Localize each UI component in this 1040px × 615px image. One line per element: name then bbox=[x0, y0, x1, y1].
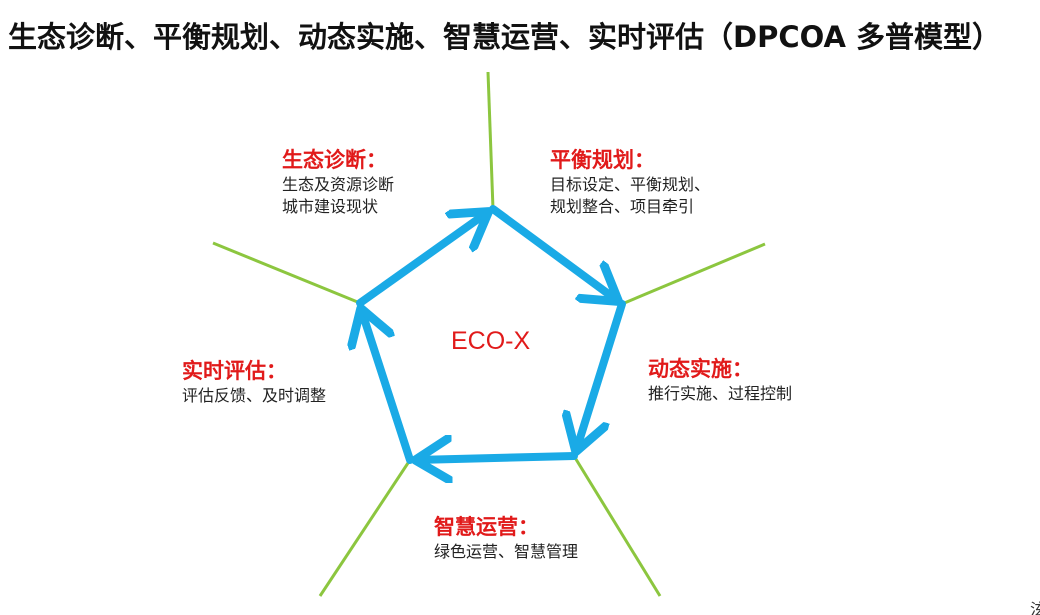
cycle-arrows bbox=[356, 205, 626, 464]
radial-line-right bbox=[621, 242, 766, 306]
phase-implementation: 动态实施： 推行实施、过程控制 bbox=[648, 355, 792, 405]
phase-evaluation: 实时评估： 评估反馈、及时调整 bbox=[182, 357, 326, 407]
phase-line: 推行实施、过程控制 bbox=[648, 384, 793, 403]
phase-heading: 生态诊断： bbox=[282, 148, 387, 172]
cropped-corner-text: 泫 bbox=[1030, 600, 1040, 615]
page-title: 生态诊断、平衡规划、动态实施、智慧运营、实时评估（DPCOA 多普模型） bbox=[8, 20, 1002, 54]
arrow-right-to-bottom bbox=[576, 300, 626, 451]
phase-diagnosis: 生态诊断： 生态及资源诊断 城市建设现状 bbox=[282, 146, 394, 218]
phase-line: 生态及资源诊断 bbox=[282, 175, 395, 194]
arrow-top-to-right bbox=[489, 205, 618, 301]
phase-planning: 平衡规划： 目标设定、平衡规划、 规划整合、项目牵引 bbox=[550, 146, 710, 218]
arrow-left-to-upper-left bbox=[361, 309, 414, 464]
radial-line-bottom-left bbox=[318, 459, 412, 597]
radial-lines bbox=[212, 71, 766, 597]
phase-line: 评估反馈、及时调整 bbox=[182, 386, 327, 405]
arrow-upper-left-to-top bbox=[356, 212, 488, 307]
phase-line: 城市建设现状 bbox=[282, 197, 379, 216]
radial-line-top bbox=[486, 71, 495, 210]
phase-line: 目标设定、平衡规划、 bbox=[550, 175, 711, 194]
phase-line: 绿色运营、智慧管理 bbox=[434, 542, 579, 561]
phase-heading: 实时评估： bbox=[182, 359, 287, 383]
arrow-bottom-to-left bbox=[416, 456, 578, 460]
phase-heading: 智慧运营： bbox=[434, 515, 539, 539]
radial-line-bottom-right bbox=[572, 455, 662, 597]
phase-heading: 平衡规划： bbox=[550, 148, 655, 172]
phase-heading: 动态实施： bbox=[648, 357, 753, 381]
phase-operation: 智慧运营： 绿色运营、智慧管理 bbox=[434, 513, 578, 563]
phase-line: 规划整合、项目牵引 bbox=[550, 197, 695, 216]
center-label: ECO-X bbox=[451, 327, 531, 355]
radial-line-left bbox=[212, 241, 361, 305]
